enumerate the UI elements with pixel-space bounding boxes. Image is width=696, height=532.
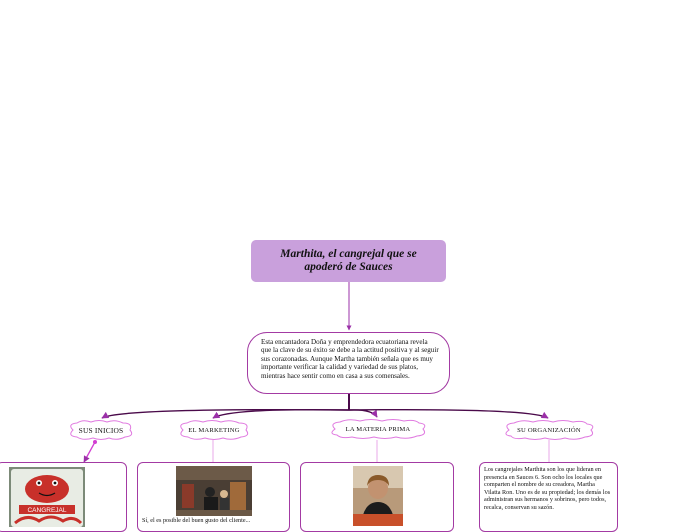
connector-marketing [212,408,350,419]
portrait-photo [353,466,403,526]
connector-materia [348,409,378,418]
description-text: Esta encantadora Doña y emprendedora ecu… [261,338,439,380]
sign-image: CANGREJAL [9,467,85,527]
cloud-shape [505,420,594,440]
branch-el-marketing[interactable]: EL MARKETING [175,419,253,441]
sign-text: CANGREJAL [27,507,66,514]
cloud-shape [180,420,249,440]
branch-sus-inicios[interactable]: SUS INICIOS [65,419,137,441]
panel-el-marketing[interactable]: Sí, el es posible del buen gusto del cli… [137,462,290,532]
central-topic-text: Marthita, el cangrejal que se apoderó de… [280,248,417,273]
panel-su-organizacion[interactable]: Los cangrejales Marthita son los que lid… [479,462,618,532]
organizacion-text: Los cangrejales Marthita son los que lid… [484,466,611,511]
branch-label: LA MATERIA PRIMA [345,425,411,433]
branch-label: SU ORGANIZACIÓN [517,426,581,434]
description-node[interactable]: Esta encantadora Doña y emprendedora ecu… [247,332,450,394]
restaurant-photo [176,466,252,516]
central-topic[interactable]: Marthita, el cangrejal que se apoderó de… [251,240,446,282]
connector-lines [83,282,550,463]
panel-la-materia-prima[interactable] [300,462,454,532]
branch-label: EL MARKETING [188,426,240,434]
cloud-shape [70,420,133,440]
panel-sus-inicios[interactable]: CANGREJAL [0,462,127,532]
branch-su-organizacion[interactable]: SU ORGANIZACIÓN [501,419,597,441]
branch-la-materia-prima[interactable]: LA MATERIA PRIMA [327,418,429,440]
marketing-caption: Sí, el es posible del buen gusto del cli… [142,517,251,524]
connector-organizacion [348,408,549,419]
branch-label: SUS INICIOS [78,425,124,435]
cloud-shape [331,419,426,439]
